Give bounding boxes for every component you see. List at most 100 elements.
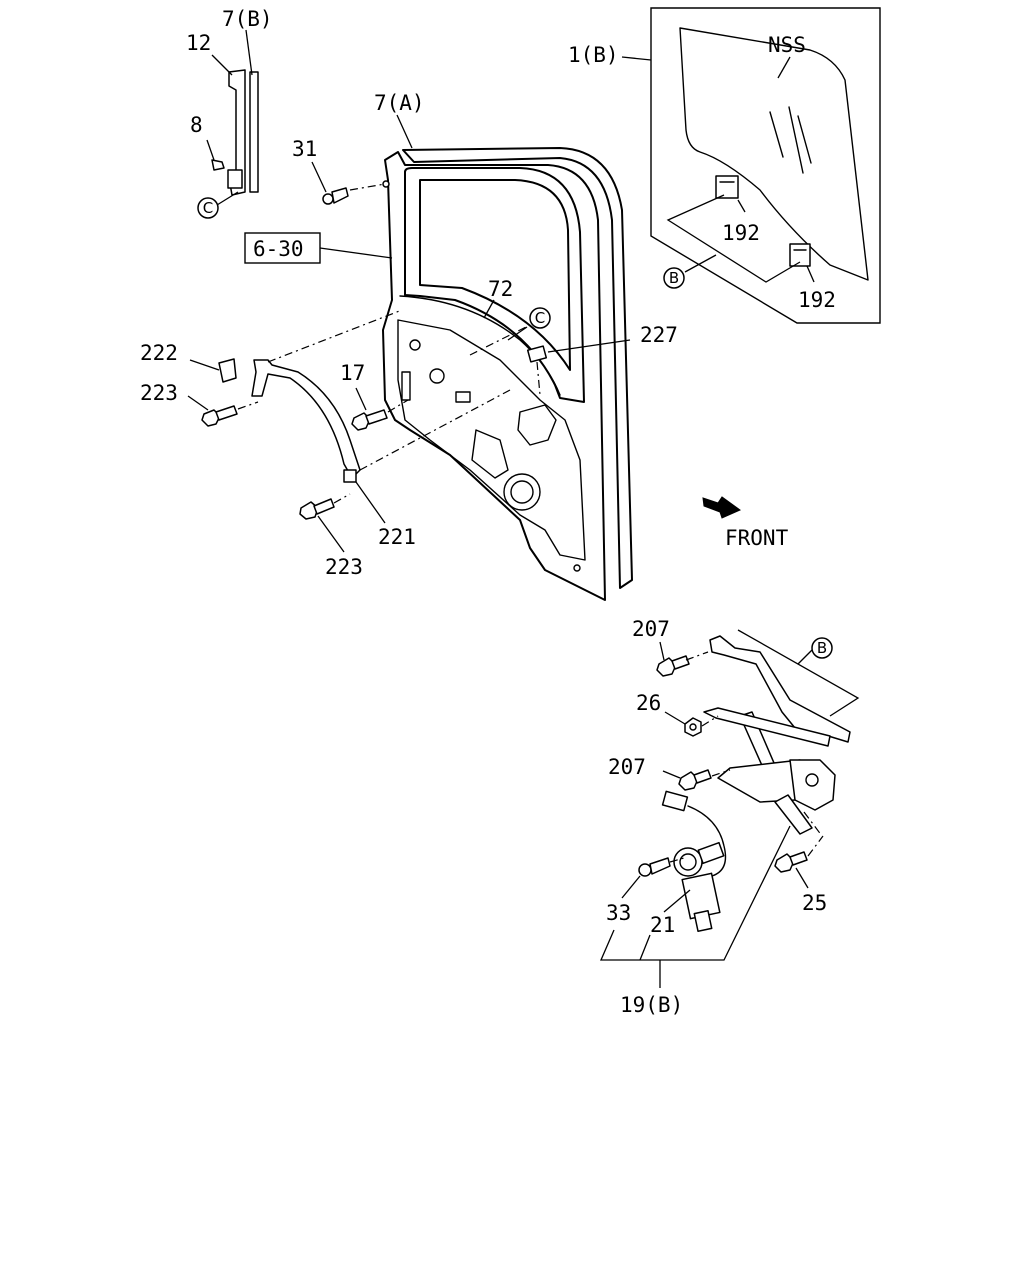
regulator-upper-rail [709,635,851,743]
run-channel-group [206,29,259,206]
leader-26 [664,711,686,725]
leader-17 [355,387,367,411]
speaker-opening-inner [510,480,534,504]
regulator-pivot-1 [805,773,819,787]
rear-run-channel [249,71,259,193]
align-line-r2 [701,715,719,727]
leader-25 [795,867,809,889]
ref-marker-c-door [529,307,551,329]
callout-223-bottom: 223 [325,555,363,579]
align-line-4 [387,399,409,413]
align-line-r1 [685,651,709,661]
door-belt-line [399,295,561,396]
front-indicator: FRONT [702,496,789,550]
leader-7b [245,29,253,76]
leader-nss [777,56,791,79]
panel-bracket-lower [471,429,509,479]
front-label: FRONT [725,526,789,550]
door-glass [679,27,869,281]
callout-26: 26 [636,691,661,715]
regulator-lower-bracket [774,794,813,835]
channel-tab-lower [343,469,357,483]
leader-222 [189,359,220,371]
glass-channel-221 [251,359,361,479]
glass-channel-clip-1 [715,175,739,199]
front-arrow-icon [702,496,741,519]
leader-b-regulator [797,649,813,665]
glass-channel-221-group [187,161,541,553]
align-line-r4 [807,835,824,857]
glass-glare-3 [797,115,812,164]
leader-207-top [659,641,665,661]
leader-223-top [187,395,209,411]
bracket-19b [600,825,791,961]
glass-glare-1 [769,111,784,158]
bolt-223-bottom [299,498,335,520]
leader-223-bottom [317,515,345,553]
leader-7a [396,114,413,149]
panel-hole-3 [573,564,581,572]
ref-marker-b-glass-text: B [669,269,679,287]
callout-1b: 1(B) [568,43,619,67]
door-weatherstrip-outer [402,147,633,589]
screw-31 [322,187,349,205]
align-line-8 [536,361,541,396]
leader-221 [355,481,386,524]
callout-227: 227 [640,323,678,347]
bracket-b-regulator [737,629,860,717]
leader-c-left [216,191,239,206]
glass-panel-group [621,7,881,324]
panel-slot-2 [401,371,411,401]
panel-slot-1 [455,391,471,403]
callout-192-top: 192 [722,221,760,245]
leader-6-30 [319,247,393,259]
motor-wire [687,805,727,877]
panel-bracket-latch [517,404,557,446]
callout-33: 33 [606,901,631,925]
ref-marker-c-door-text: C [535,309,545,327]
callout-72: 72 [488,277,513,301]
callout-7a: 7(A) [374,91,425,115]
door-assembly [319,114,633,601]
nut-26 [684,717,702,737]
leader-8 [206,139,215,161]
align-line-7 [469,324,531,356]
leader-b-glass [684,254,717,273]
leader-33 [621,875,641,899]
callout-12: 12 [186,31,211,55]
panel-hole-2 [409,339,421,351]
leader-72 [483,299,495,319]
window-frame-inner [419,179,571,371]
speaker-opening [503,473,541,511]
align-line-1 [349,183,386,191]
bracket-b-glass [666,194,801,283]
callout-6-30-box [244,232,321,264]
door-panel-outline [382,151,606,601]
mount-hole-screw-31 [382,180,390,188]
bolt-223-top [201,405,238,427]
motor-connector [661,790,689,812]
inner-panel-recess [397,319,586,561]
callout-19b: 19(B) [620,993,683,1017]
window-regulator-group [600,629,860,988]
align-line-5 [333,493,351,504]
callout-nss: NSS [768,33,806,57]
callout-222: 222 [140,341,178,365]
align-line-3 [237,401,259,410]
window-motor-21 [673,841,725,933]
ref-marker-c-left-text: C [203,199,213,217]
leader-192-top [737,199,746,213]
leader-12 [211,54,233,76]
bolt-25 [774,851,808,873]
callout-192-bottom: 192 [798,288,836,312]
callout-207-mid: 207 [608,755,646,779]
glass-panel-frame [650,7,881,324]
screw-33 [638,857,671,877]
align-line-r6 [803,811,823,837]
align-line-6 [359,389,511,471]
callout-221: 221 [378,525,416,549]
callout-223-top: 223 [140,381,178,405]
leader-1b [621,56,652,61]
leader-227 [547,339,631,353]
